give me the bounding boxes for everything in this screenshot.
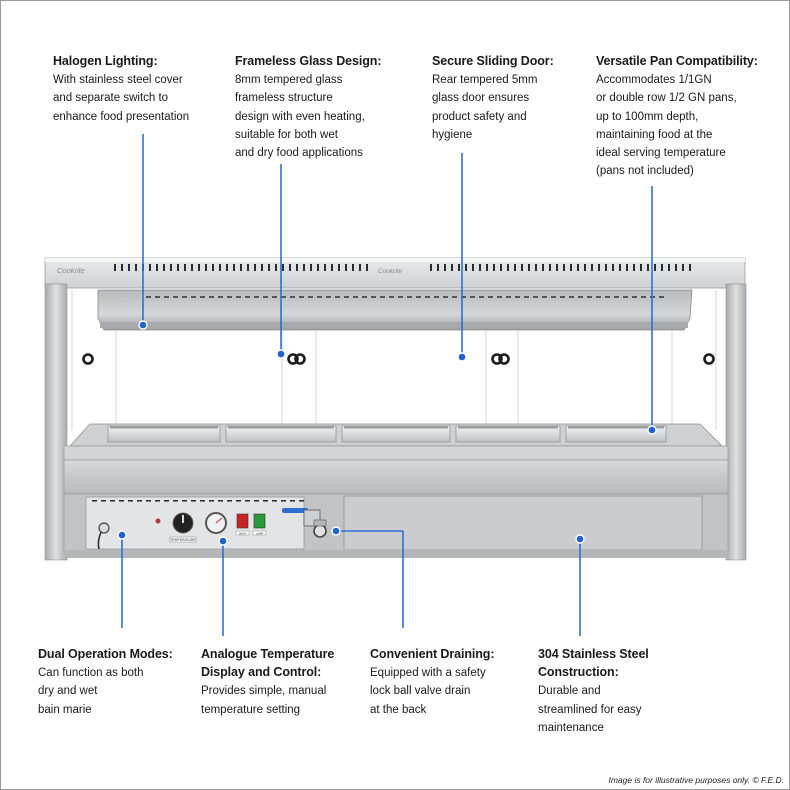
callout-line: dry and wet bbox=[38, 685, 98, 698]
gn-pan bbox=[341, 425, 451, 443]
callout-frameless-glass: Frameless Glass Design: 8mm tempered gla… bbox=[235, 52, 381, 162]
callout-line: ideal serving temperature bbox=[596, 147, 726, 160]
callout-dual-operation: Dual Operation Modes: Can function as bo… bbox=[38, 645, 173, 719]
callout-line: Rear tempered 5mm bbox=[432, 74, 538, 87]
callout-line: With stainless steel cover bbox=[53, 74, 183, 87]
brand-mark-center: Cookrite bbox=[378, 268, 403, 275]
drain-valve bbox=[282, 508, 327, 538]
callout-line: design with even heating, bbox=[235, 110, 365, 123]
glass-panels bbox=[71, 290, 717, 430]
door-handles bbox=[82, 353, 715, 365]
callout-title: Secure Sliding Door: bbox=[432, 54, 554, 68]
callout-line: up to 100mm depth, bbox=[596, 110, 699, 123]
callout-line: product safety and bbox=[432, 110, 527, 123]
callout-halogen-lighting: Halogen Lighting: With stainless steel c… bbox=[53, 52, 189, 126]
panel-label-bain: BAIN bbox=[239, 531, 246, 535]
gn-pan bbox=[455, 425, 561, 443]
control-panel: TEMPERATURE BAIN LAMP bbox=[85, 496, 305, 550]
callout-title: Halogen Lighting: bbox=[53, 54, 158, 68]
canopy-vents bbox=[114, 264, 691, 271]
callout-title: Frameless Glass Design: bbox=[235, 54, 382, 68]
callout-line: Equipped with a safety bbox=[370, 667, 486, 680]
callout-title: Versatile Pan Compatibility: bbox=[596, 54, 758, 68]
callout-title-line: 304 Stainless Steel bbox=[538, 647, 649, 661]
callout-pan-compatibility: Versatile Pan Compatibility: Accommodate… bbox=[596, 52, 758, 180]
counter-top-band bbox=[63, 445, 729, 461]
panel-label-temperature: TEMPERATURE bbox=[170, 538, 196, 542]
callout-line: or double row 1/2 GN pans, bbox=[596, 92, 737, 105]
callout-title-line: Analogue Temperature bbox=[201, 647, 335, 661]
gn-pan bbox=[565, 425, 667, 443]
callout-line: and separate switch to bbox=[53, 92, 169, 105]
bain-switch bbox=[236, 513, 249, 529]
power-cord-inlet bbox=[98, 522, 110, 534]
callout-convenient-draining: Convenient Draining: Equipped with a saf… bbox=[370, 645, 495, 719]
gn-pan bbox=[225, 425, 337, 443]
callout-line: Durable and bbox=[538, 685, 601, 698]
base-plinth bbox=[64, 550, 728, 558]
callout-line: (pans not included) bbox=[596, 165, 694, 178]
lamp-vents bbox=[146, 296, 664, 298]
callout-line: glass door ensures bbox=[432, 92, 530, 105]
pan-well bbox=[69, 423, 723, 447]
leader-lines bbox=[121, 134, 653, 636]
front-access-panel bbox=[343, 495, 703, 551]
callout-title-line: Display and Control: bbox=[201, 665, 322, 680]
illustrative-footnote: Image is for illustrative purposes only.… bbox=[608, 775, 784, 785]
callout-line: bain marie bbox=[38, 703, 92, 716]
brand-mark-left: Cookrite bbox=[57, 266, 85, 275]
callout-title: Dual Operation Modes: bbox=[38, 647, 173, 661]
top-canopy bbox=[44, 257, 746, 289]
right-post bbox=[725, 283, 747, 561]
callout-line: suitable for both wet bbox=[235, 128, 338, 141]
panel-label-lamp: LAMP bbox=[256, 531, 264, 535]
callout-line: enhance food presentation bbox=[53, 110, 190, 123]
callout-line: Provides simple, manual bbox=[201, 685, 327, 698]
callout-line: and dry food applications bbox=[235, 147, 363, 160]
callout-title: Convenient Draining: bbox=[370, 647, 495, 661]
leader-dots bbox=[117, 320, 657, 546]
callout-line: maintenance bbox=[538, 721, 604, 734]
callout-line: at the back bbox=[370, 703, 427, 716]
callout-line: 8mm tempered glass bbox=[235, 74, 343, 87]
callout-line: hygiene bbox=[432, 128, 473, 141]
halogen-lamp-housing bbox=[97, 289, 693, 331]
callout-line: Accommodates 1/1GN bbox=[596, 74, 712, 87]
gn-pans bbox=[107, 425, 667, 443]
callout-stainless-steel: 304 Stainless Steel Construction: Durabl… bbox=[538, 645, 649, 737]
indicator-light bbox=[155, 518, 161, 524]
callout-line: Can function as both bbox=[38, 667, 144, 680]
callout-analogue-temperature: Analogue Temperature Display and Control… bbox=[201, 645, 334, 719]
callout-line: frameless structure bbox=[235, 92, 333, 105]
callout-line: lock ball valve drain bbox=[370, 685, 471, 698]
callout-title-line: Construction: bbox=[538, 665, 619, 680]
callout-line: temperature setting bbox=[201, 703, 301, 716]
gn-pan bbox=[107, 425, 221, 443]
callout-line: maintaining food at the bbox=[596, 128, 713, 141]
callout-sliding-door: Secure Sliding Door: Rear tempered 5mm g… bbox=[432, 52, 554, 144]
counter-body bbox=[63, 459, 729, 495]
lamp-switch bbox=[253, 513, 266, 529]
callout-line: streamlined for easy bbox=[538, 703, 642, 716]
left-post bbox=[44, 283, 68, 561]
